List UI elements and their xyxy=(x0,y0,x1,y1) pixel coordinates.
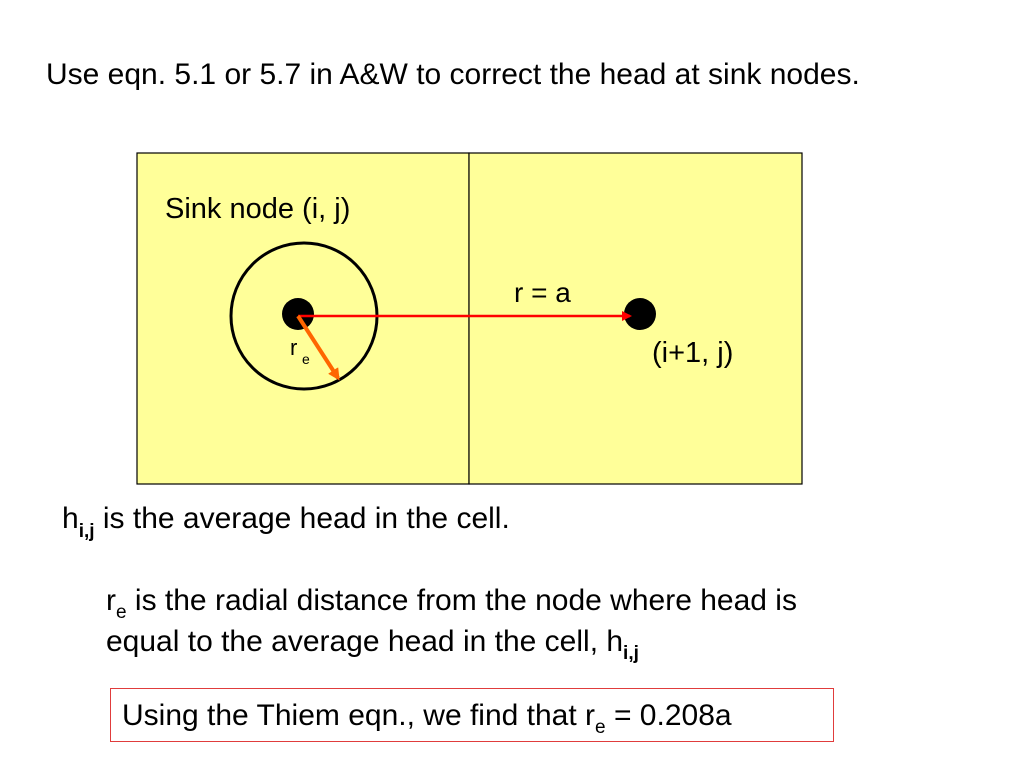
r-symbol: r xyxy=(106,584,116,617)
neighbor-node-dot xyxy=(624,298,656,330)
average-head-text: is the average head in the cell. xyxy=(94,502,510,535)
neighbor-node-label: (i+1, j) xyxy=(652,337,733,369)
result-text-after: = 0.208a xyxy=(605,699,732,732)
h-subscript-2: i,j xyxy=(623,643,639,664)
r-subscript: e xyxy=(116,602,127,623)
page-title: Use eqn. 5.1 or 5.7 in A&W to correct th… xyxy=(46,58,860,91)
sink-node-dot xyxy=(282,298,314,330)
result-subscript: e xyxy=(595,717,606,738)
h-subscript: i,j xyxy=(78,521,95,542)
para-line-2: equal to the average head in the cell, h… xyxy=(106,623,797,664)
distance-label: r = a xyxy=(514,277,571,308)
radius-arrow xyxy=(296,314,340,381)
para-text-1: is the radial distance from the node whe… xyxy=(126,584,797,617)
radius-label-r: r xyxy=(290,335,297,360)
para-line-1: re is the radial distance from the node … xyxy=(106,582,797,623)
average-head-statement: hi,j is the average head in the cell. xyxy=(62,502,510,542)
radius-label-sub: e xyxy=(302,351,310,367)
sink-node-label: Sink node (i, j) xyxy=(165,193,350,225)
thiem-result-box: Using the Thiem eqn., we find that re = … xyxy=(110,688,834,742)
radial-distance-paragraph: re is the radial distance from the node … xyxy=(106,582,797,664)
h-symbol: h xyxy=(62,502,79,535)
para-text-2: equal to the average head in the cell, h xyxy=(106,625,624,658)
result-text-before: Using the Thiem eqn., we find that r xyxy=(122,699,596,732)
